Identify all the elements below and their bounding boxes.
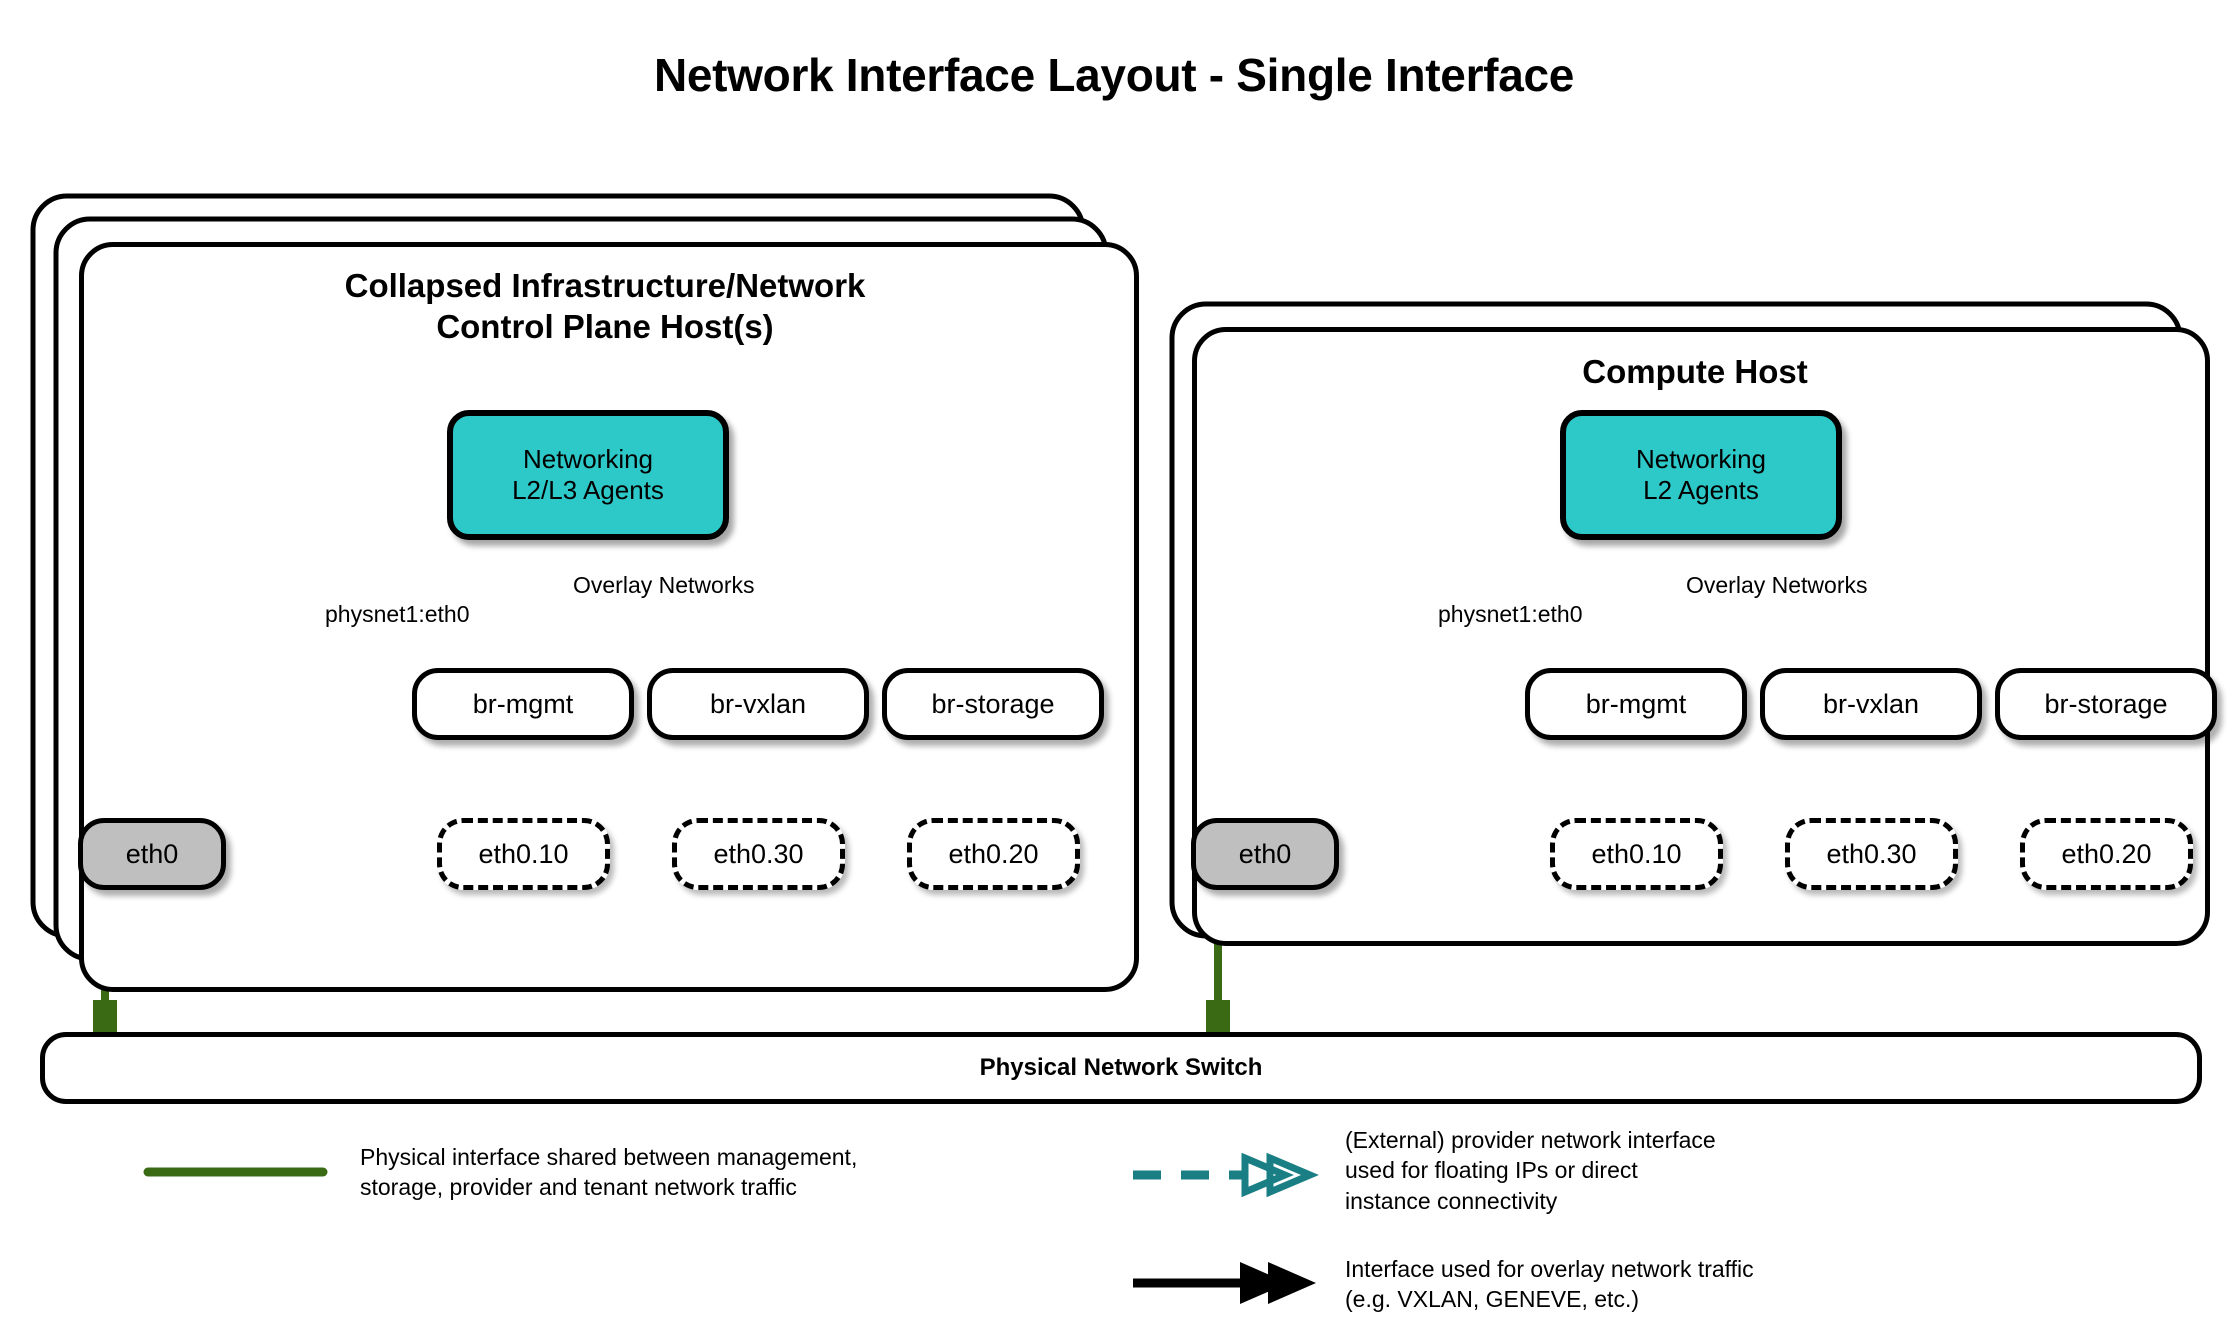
agents-box-control-plane[interactable]: Networking L2/L3 Agents — [447, 410, 729, 540]
page-title: Network Interface Layout - Single Interf… — [653, 49, 1575, 101]
legend-provider-swatch — [1133, 1152, 1319, 1198]
legend-overlay-text: Interface used for overlay network traff… — [1345, 1256, 1754, 1313]
host-title-line-2: Control Plane Host(s) — [436, 307, 774, 345]
vlan-eth0-30-control-plane[interactable]: eth0.30 — [672, 818, 845, 890]
host-title-line-1: Compute Host — [1582, 353, 1808, 390]
bridge-br-vxlan-compute[interactable]: br-vxlan — [1760, 668, 1982, 740]
provider-label-control-plane: physnet1:eth0 — [325, 601, 470, 627]
legend-overlay-swatch — [1133, 1262, 1316, 1304]
overlay-label-compute: Overlay Networks — [1686, 572, 1868, 598]
agents-box-compute[interactable]: Networking L2 Agents — [1560, 410, 1842, 540]
vlan-eth0-10-control-plane[interactable]: eth0.10 — [437, 818, 610, 890]
host-title-line-1: Collapsed Infrastructure/Network — [344, 267, 866, 304]
bridge-br-mgmt-control-plane[interactable]: br-mgmt — [412, 668, 634, 740]
vlan-eth0-20-compute[interactable]: eth0.20 — [2020, 818, 2193, 890]
agents-line-2: L2 Agents — [1643, 475, 1759, 505]
agents-line-1: Networking — [522, 443, 654, 474]
provider-label-compute: physnet1:eth0 — [1438, 601, 1583, 627]
overlay-label-control-plane: Overlay Networks — [573, 572, 755, 598]
bridge-br-mgmt-compute[interactable]: br-mgmt — [1525, 668, 1747, 740]
nic-eth0-control-plane[interactable]: eth0 — [78, 818, 226, 890]
vlan-eth0-30-compute[interactable]: eth0.30 — [1785, 818, 1958, 890]
legend-provider-text: (External) provider network interface us… — [1345, 1127, 1716, 1214]
bridge-br-vxlan-control-plane[interactable]: br-vxlan — [647, 668, 869, 740]
vlan-eth0-10-compute[interactable]: eth0.10 — [1550, 818, 1723, 890]
vlan-eth0-20-control-plane[interactable]: eth0.20 — [907, 818, 1080, 890]
agents-line-2: L2/L3 Agents — [512, 475, 664, 505]
host-title-compute: Compute Host — [1240, 352, 2150, 393]
legend-physical-text: Physical interface shared between manage… — [360, 1144, 858, 1201]
agents-line-1: Networking — [1635, 443, 1767, 474]
host-title-control-plane: Collapsed Infrastructure/Network Control… — [140, 266, 1070, 348]
physical-network-switch[interactable]: Physical Network Switch — [40, 1032, 2202, 1104]
bridge-br-storage-control-plane[interactable]: br-storage — [882, 668, 1104, 740]
bridge-br-storage-compute[interactable]: br-storage — [1995, 668, 2217, 740]
nic-eth0-compute[interactable]: eth0 — [1191, 818, 1339, 890]
